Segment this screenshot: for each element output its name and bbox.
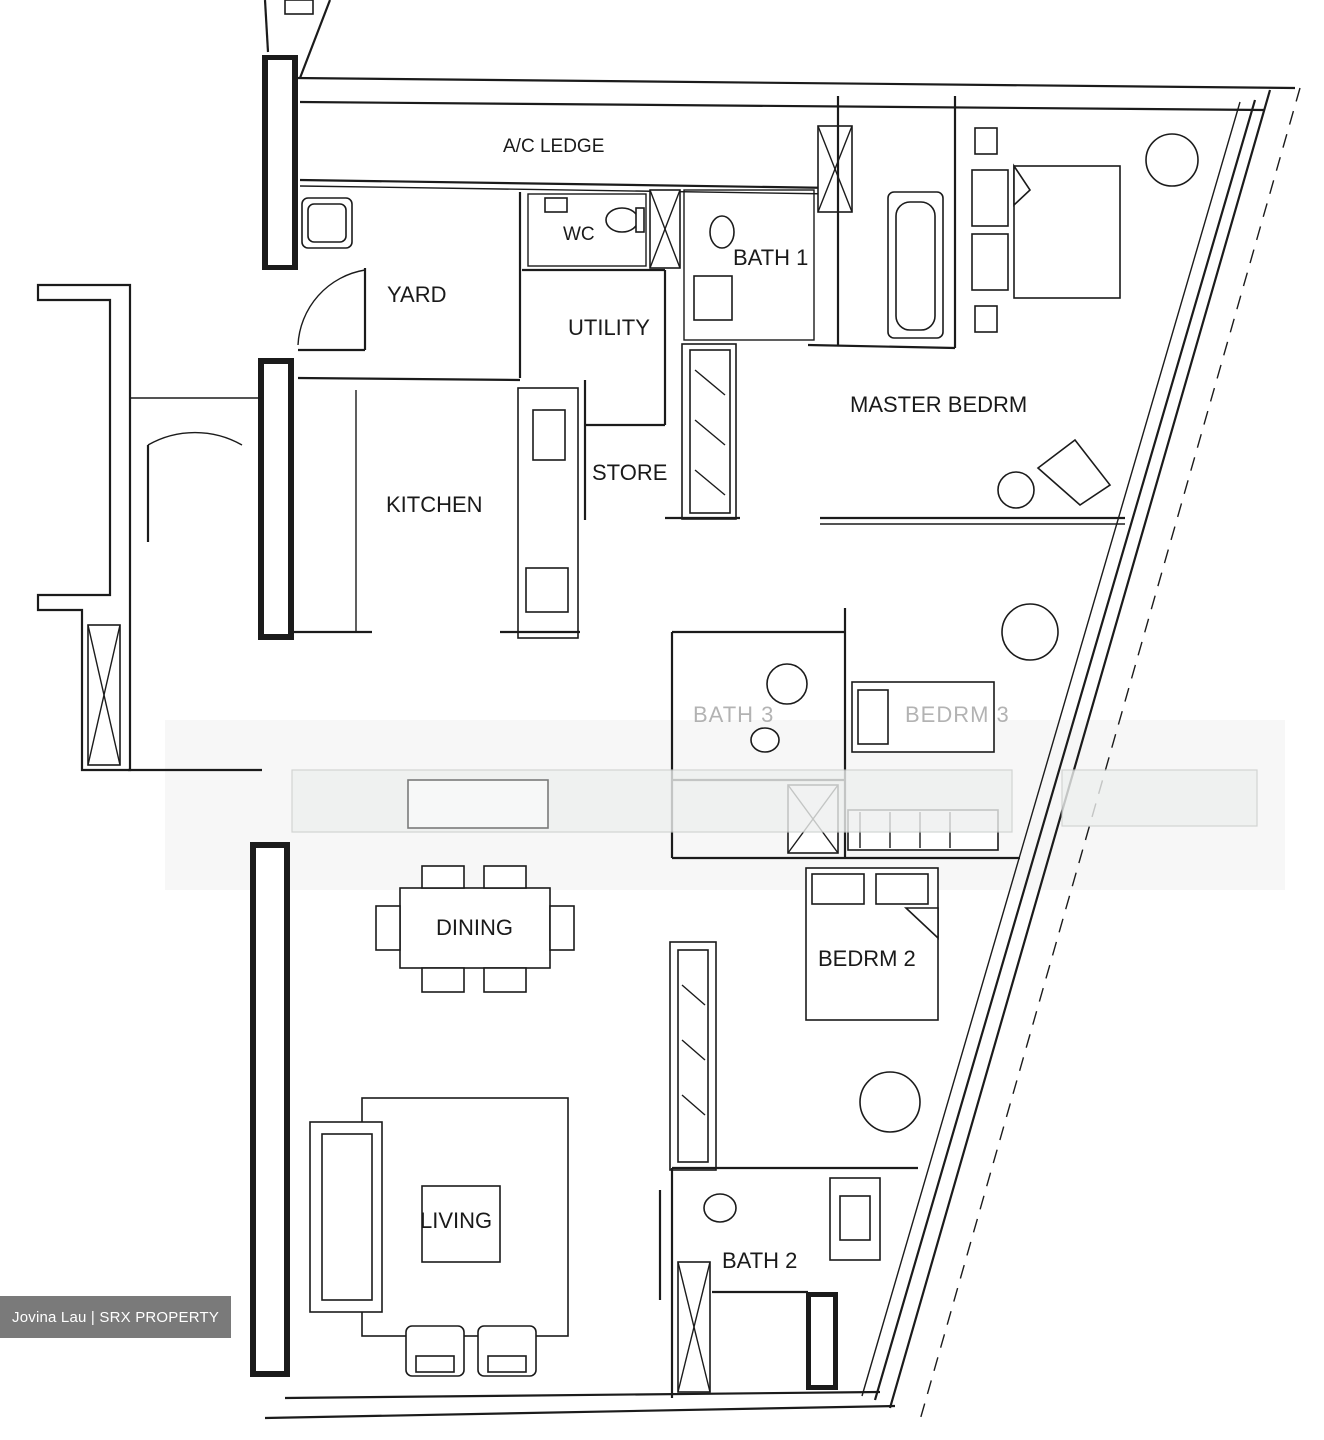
room-label-wc: WC bbox=[563, 224, 595, 245]
blurred-sideboard bbox=[407, 779, 549, 829]
utility-area bbox=[522, 268, 667, 520]
room-label-master-bedroom: MASTER BEDRM bbox=[850, 392, 1027, 417]
blurred-strip-right bbox=[1061, 769, 1258, 827]
room-label-store: STORE bbox=[592, 460, 667, 485]
bath1-area bbox=[683, 96, 957, 350]
room-label-dining: DINING bbox=[436, 915, 513, 940]
room-label-bath1: BATH 1 bbox=[733, 245, 808, 270]
dining-area bbox=[375, 865, 575, 993]
bedroom2-wardrobe bbox=[669, 941, 717, 1171]
bath2-area bbox=[658, 1166, 918, 1398]
master-bedroom-area bbox=[820, 127, 1199, 661]
kitchen-area bbox=[294, 387, 580, 639]
blurred-label-bedrm3: BEDRM 3 bbox=[905, 702, 1010, 727]
watermark-badge: Jovina Lau | SRX PROPERTY bbox=[0, 1296, 232, 1338]
yard-area bbox=[297, 192, 522, 382]
room-label-living: LIVING bbox=[420, 1208, 492, 1233]
entry-lobby bbox=[36, 283, 262, 772]
room-label-yard: YARD bbox=[387, 282, 447, 307]
outer-walls bbox=[250, 0, 1301, 1421]
store-area bbox=[665, 343, 740, 520]
room-label-kitchen: KITCHEN bbox=[386, 492, 483, 517]
living-area bbox=[309, 1097, 569, 1377]
room-label-ac-ledge: A/C LEDGE bbox=[503, 136, 604, 157]
blurred-label-bath3: BATH 3 bbox=[693, 702, 774, 727]
bedroom2-area bbox=[805, 867, 939, 1133]
room-label-bath2: BATH 2 bbox=[722, 1248, 797, 1273]
wc-area bbox=[527, 189, 681, 269]
room-label-utility: UTILITY bbox=[568, 315, 650, 340]
blurred-strip bbox=[291, 769, 1013, 833]
room-label-bedroom2: BEDRM 2 bbox=[818, 946, 916, 971]
